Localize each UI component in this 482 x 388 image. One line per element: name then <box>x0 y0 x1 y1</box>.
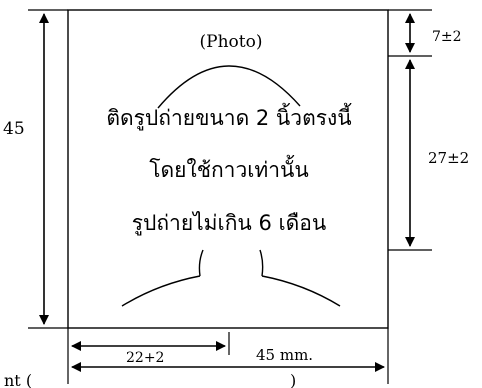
shoulder-right <box>261 275 341 307</box>
footer-text: nt ( <box>4 371 32 388</box>
neck-left <box>198 249 204 277</box>
head-outline <box>157 65 301 109</box>
instruction-line-1: ติดรูปถ่ายขนาด 2 นิ้วตรงนี้ <box>106 103 351 131</box>
instruction-line-2: โดยใช้กาวเท่านั้น <box>149 155 309 182</box>
photo-frame <box>67 9 389 329</box>
width-total-label: 45 mm. <box>256 346 313 364</box>
shoulder-left <box>121 275 201 307</box>
top-margin-label: 7±2 <box>432 29 462 45</box>
neck-right <box>259 249 264 277</box>
face-width-label: 22+2 <box>126 350 164 366</box>
photo-label: (Photo) <box>200 32 263 52</box>
height-total-label: 45 <box>3 119 25 139</box>
instruction-line-3: รูปถ่ายไม่เกิน 6 เดือน <box>132 211 327 236</box>
face-height-label: 27±2 <box>428 149 469 167</box>
footer-close-paren: ) <box>290 371 296 388</box>
